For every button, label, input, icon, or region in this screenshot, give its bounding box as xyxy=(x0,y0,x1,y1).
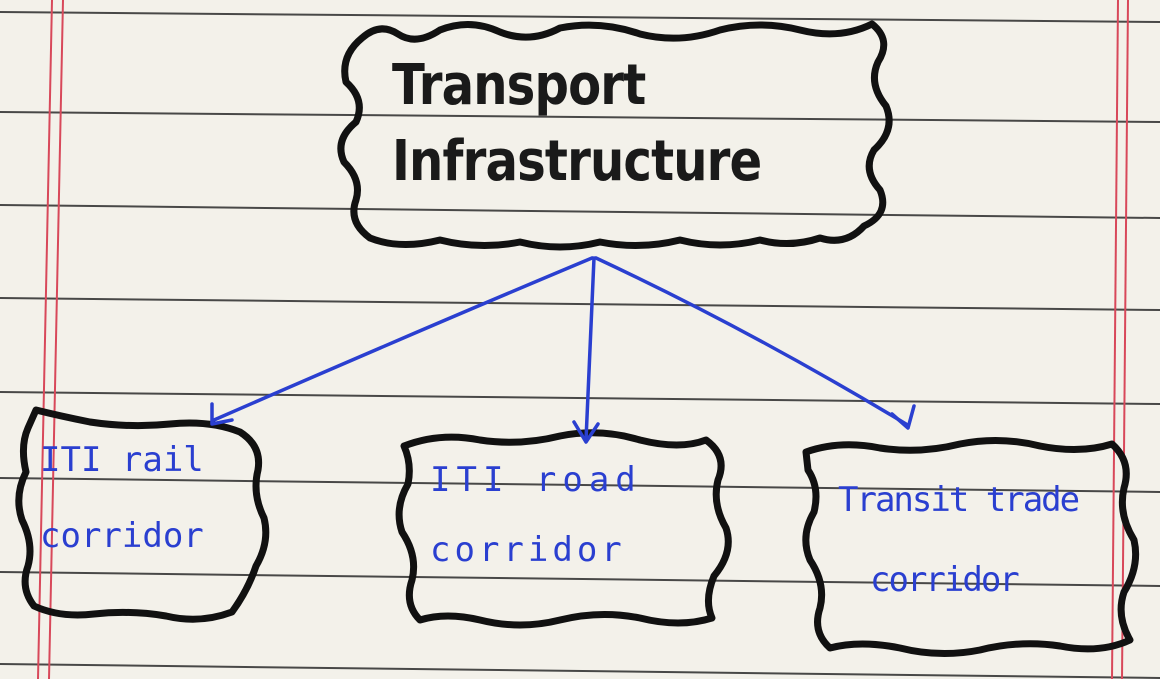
arrowhead-rail xyxy=(210,402,234,426)
root-node-label: Transport Infrastructure xyxy=(392,48,762,200)
child-node-rail: ITI rail corridor xyxy=(40,430,204,582)
arrowhead-transit xyxy=(890,404,916,430)
arrow-to-rail xyxy=(212,256,594,422)
connector-arrows xyxy=(210,256,916,444)
root-box xyxy=(337,20,893,251)
box-road xyxy=(395,429,732,629)
arrow-to-transit xyxy=(594,256,908,426)
arrow-to-road xyxy=(584,256,596,442)
box-rail xyxy=(15,406,270,623)
box-transit xyxy=(802,436,1140,658)
root-line-1: Transport xyxy=(392,53,646,118)
child-road-line-2: corridor xyxy=(430,530,626,570)
child-rail-line-1: ITI rail xyxy=(40,440,204,480)
child-road-line-1: ITI road xyxy=(430,460,642,500)
child-transit-line-2: corridor xyxy=(870,560,1020,600)
ruled-lines xyxy=(0,11,1160,679)
margin-lines xyxy=(37,0,1129,679)
child-node-transit: Transit trade corridor xyxy=(838,460,1080,620)
arrowhead-road xyxy=(572,420,600,444)
child-transit-line-1: Transit trade xyxy=(838,480,1080,520)
root-line-2: Infrastructure xyxy=(392,129,762,194)
child-node-road: ITI road corridor xyxy=(430,440,642,580)
child-rail-line-2: corridor xyxy=(40,516,204,556)
